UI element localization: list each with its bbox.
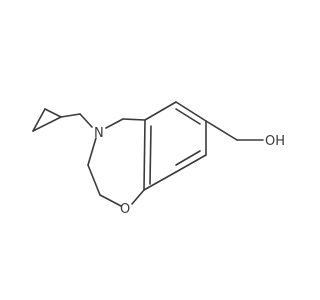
bond-aromatic-ch2oh	[205, 120, 238, 141]
bond-aromatic-3	[175, 101, 207, 122]
oxygen-atom-label: O	[120, 202, 130, 217]
bond-aromatic-1	[143, 119, 146, 191]
bond-cyclopropyl-3	[32, 116, 62, 132]
bond-ch2-ch2	[87, 164, 101, 196]
bond-cyclopropyl-2	[44, 108, 62, 118]
bond-aromatic-5	[175, 154, 207, 173]
bond-benzyl-ch2-aromatic	[122, 118, 146, 121]
bond-ch2-oxygen	[99, 194, 122, 207]
bond-ch2-nitrogen	[79, 113, 93, 128]
bond-nitrogen-ch2	[87, 137, 97, 166]
bond-oxygen-aromatic	[131, 189, 145, 205]
bond-nitrogen-benzyl-ch2	[105, 118, 124, 129]
bond-cyclopropyl-1	[32, 108, 46, 132]
bond-aromatic-6	[143, 171, 177, 191]
molecule-structure-diagram: N O OH	[32, 101, 285, 217]
hydroxyl-label: OH	[265, 134, 285, 149]
nitrogen-atom-label: N	[94, 126, 104, 141]
bond-cyclopropyl-ch2	[60, 113, 81, 118]
bond-aromatic-5-inner	[175, 150, 201, 166]
bond-aromatic-1-inner	[149, 125, 152, 185]
bond-aromatic-2	[144, 101, 177, 121]
bond-aromatic-3-inner	[175, 108, 201, 125]
